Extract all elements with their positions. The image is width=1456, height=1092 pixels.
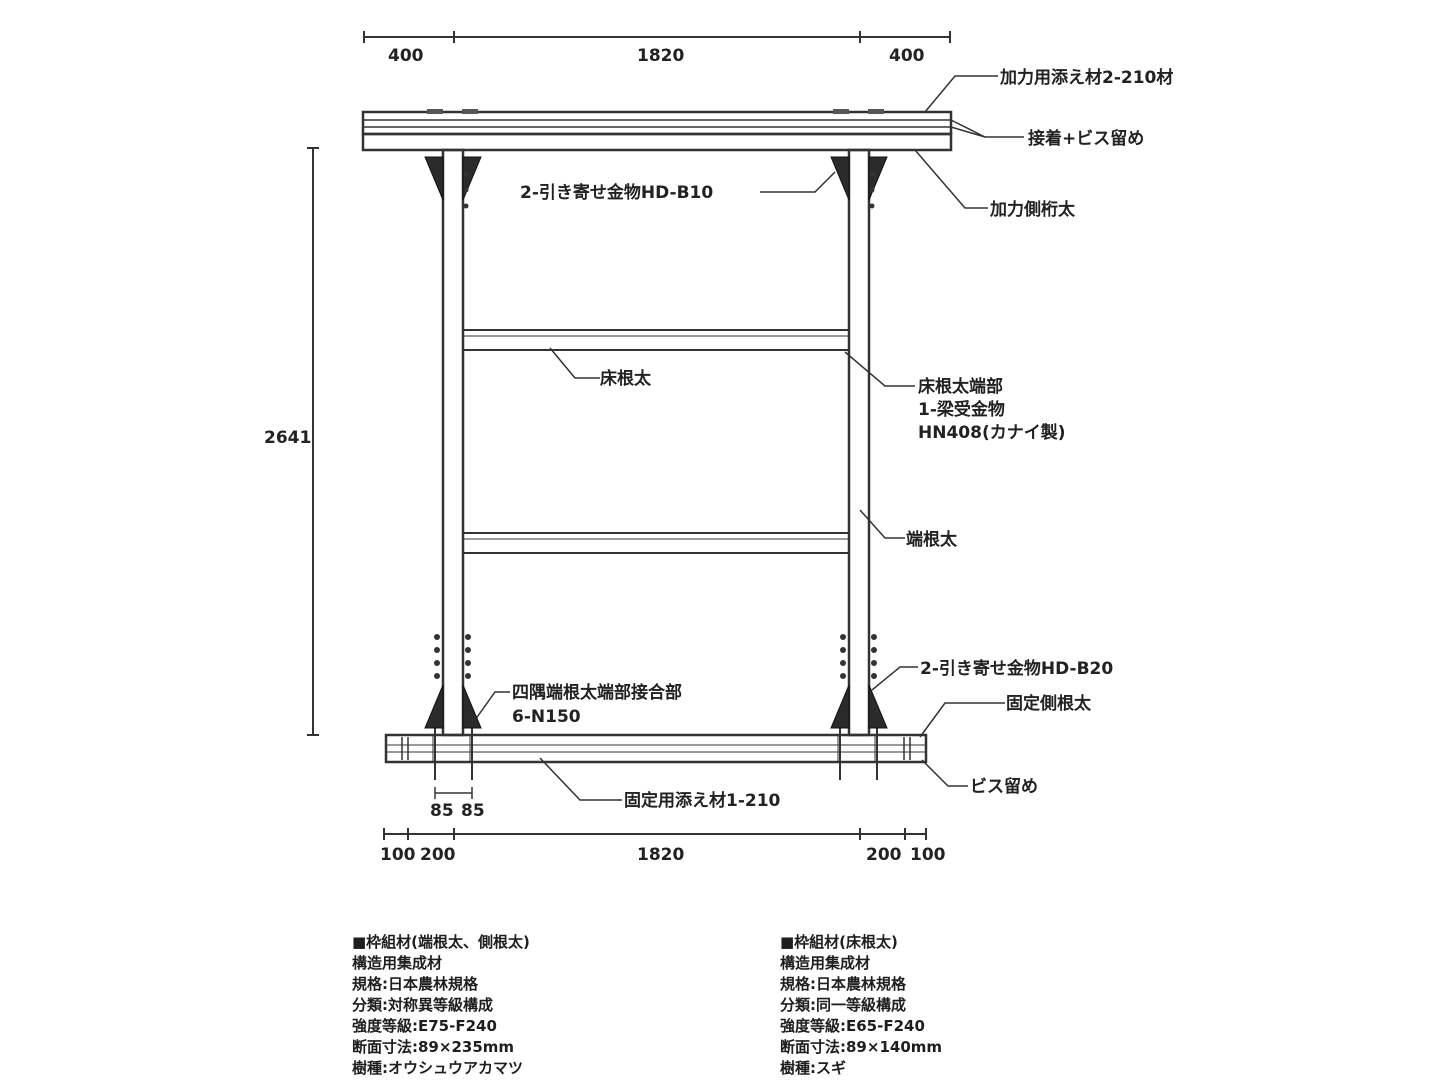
spec-right-heading: ■枠組材(床根太) (780, 933, 898, 951)
label-holddown-bottom: 2-引き寄せ金物HD-B20 (920, 658, 1113, 679)
label-corner-joint-1: 四隅端根太端部接合部 (512, 682, 682, 703)
dim-height: 2641 (264, 428, 311, 448)
label-end-joist: 端根太 (906, 529, 958, 550)
spec-left-line: 規格:日本農林規格 (352, 975, 478, 993)
dim-bottom-4: 100 (910, 845, 946, 865)
spec-right-line: 樹種:スギ (780, 1059, 846, 1077)
holddown-bottom-left-inner (462, 684, 482, 729)
floor-joist-lower (462, 532, 850, 554)
dim-top-right: 400 (889, 46, 925, 66)
holddown-top-right-outer (830, 156, 850, 201)
spec-right-line: 分類:同一等級構成 (780, 996, 906, 1014)
dim-bottom-0: 100 (380, 845, 416, 865)
spec-right-line: 断面寸法:89×140mm (780, 1038, 943, 1056)
dim-bottom-3: 200 (866, 845, 902, 865)
leader-end-joist (859, 509, 905, 539)
leader-loading-plate (924, 75, 998, 113)
spec-right-line: 規格:日本農林規格 (780, 975, 906, 993)
spec-right-line: 構造用集成材 (780, 954, 871, 972)
floor-joist-upper (462, 329, 850, 351)
dim-top-center: 1820 (637, 46, 684, 66)
spec-left-line: 断面寸法:89×235mm (352, 1038, 515, 1056)
holddown-top-left-outer (424, 156, 444, 201)
loading-plate (361, 110, 953, 136)
dim-bottom-2: 1820 (637, 845, 684, 865)
dim-bottom-1: 200 (420, 845, 456, 865)
left-end-joist (441, 148, 465, 737)
holddown-top-left-inner (462, 156, 482, 201)
label-loading-plate: 加力用添え材2-210材 (999, 67, 1173, 88)
holddown-bottom-right-inner (868, 684, 888, 729)
label-fixed-beam: 固定側根太 (1006, 693, 1092, 714)
label-glue-screw: 接着+ビス留め (1028, 128, 1144, 149)
holddown-bottom-left-outer (424, 684, 444, 729)
spec-right: ■枠組材(床根太) 構造用集成材 規格:日本農林規格 分類:同一等級構成 強度等… (780, 932, 942, 1079)
label-loading-beam: 加力側桁太 (989, 199, 1076, 220)
label-joist-end-1: 床根太端部 (918, 376, 1003, 397)
leader-holddown-top (760, 171, 836, 193)
label-joist-end-3: HN408(カナイ製) (918, 422, 1065, 443)
spec-left-line: 樹種:オウシュウアカマツ (352, 1059, 523, 1077)
spec-left-line: 構造用集成材 (352, 954, 443, 972)
spec-left: ■枠組材(端根太、側根太) 構造用集成材 規格:日本農林規格 分類:対称異等級構… (352, 932, 530, 1079)
leader-floor-joist (549, 347, 600, 379)
dim-anchor-left: 85 (430, 801, 454, 821)
leader-fixing-plate (539, 757, 622, 801)
leader-joist-end (844, 351, 915, 387)
label-joist-end-2: 1-梁受金物 (918, 399, 1005, 420)
label-screw: ビス留め (970, 776, 1038, 797)
loading-beam (361, 132, 953, 152)
spec-left-heading: ■枠組材(端根太、側根太) (352, 933, 530, 951)
leader-loading-beam (914, 149, 988, 209)
holddown-bottom-right-outer (830, 684, 850, 729)
label-fixing-plate: 固定用添え材1-210 (624, 790, 781, 811)
label-floor-joist: 床根太 (600, 368, 652, 389)
dim-anchor-right: 85 (461, 801, 485, 821)
dim-top-left: 400 (388, 46, 424, 66)
leader-glue-screw (950, 119, 1024, 138)
right-end-joist (847, 148, 871, 737)
leader-corner-joint (474, 691, 510, 721)
leader-screw (921, 759, 968, 787)
spec-left-line: 分類:対称異等級構成 (352, 996, 493, 1014)
holddown-top-right-inner (868, 156, 888, 201)
fixed-beam (384, 733, 928, 764)
leader-fixed-beam (919, 702, 1005, 738)
leader-holddown-bottom (871, 666, 918, 691)
spec-left-line: 強度等級:E75-F240 (352, 1017, 497, 1035)
label-holddown-top: 2-引き寄せ金物HD-B10 (520, 182, 713, 203)
spec-right-line: 強度等級:E65-F240 (780, 1017, 925, 1035)
label-corner-joint-2: 6-N150 (512, 707, 581, 727)
